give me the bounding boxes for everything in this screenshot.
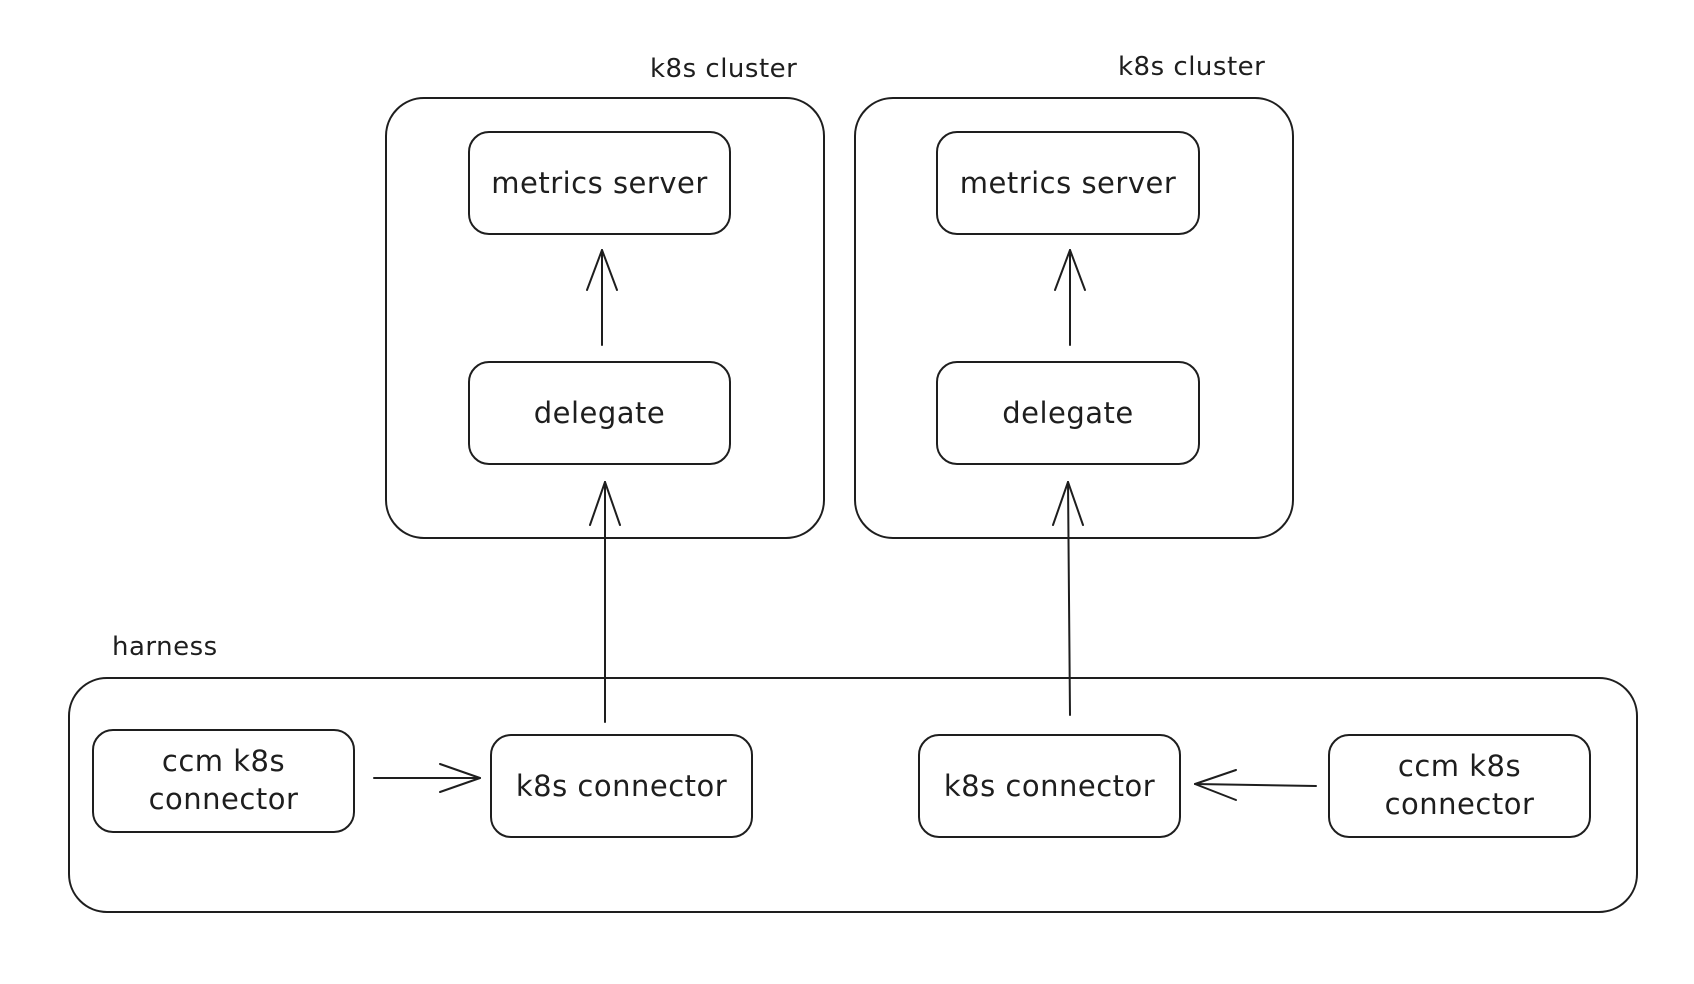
arrow-delegate-to-metrics-left bbox=[586, 249, 618, 346]
k8s-connector-left-box bbox=[490, 734, 753, 838]
delegate-left-label: delegate bbox=[533, 396, 666, 430]
ccm-connector-left-label-line1: ccm k8s bbox=[161, 744, 286, 778]
metrics-server-left-box bbox=[468, 131, 731, 235]
ccm-connector-right-box bbox=[1328, 734, 1591, 838]
metrics-server-right-box bbox=[936, 131, 1200, 235]
harness-container bbox=[68, 677, 1638, 913]
k8s-connector-left-label: k8s connector bbox=[515, 769, 728, 803]
arrow-connector-to-delegate-right bbox=[1052, 481, 1084, 716]
arrow-delegate-to-metrics-right bbox=[1054, 249, 1086, 346]
arrow-ccm-to-k8s-connector-left bbox=[373, 763, 481, 793]
harness-label: harness bbox=[112, 632, 218, 662]
ccm-connector-left-box bbox=[92, 729, 355, 833]
metrics-server-right-label: metrics server bbox=[959, 166, 1177, 200]
cluster-left-label: k8s cluster bbox=[650, 54, 798, 84]
cluster-right-label: k8s cluster bbox=[1118, 52, 1266, 82]
delegate-left-box bbox=[468, 361, 731, 465]
ccm-connector-right-label-line1: ccm k8s bbox=[1397, 749, 1522, 783]
delegate-right-label: delegate bbox=[1002, 396, 1134, 430]
arrow-connector-to-delegate-left bbox=[589, 481, 621, 723]
k8s-connector-right-label: k8s connector bbox=[943, 769, 1156, 803]
k8s-connector-right-box bbox=[918, 734, 1181, 838]
delegate-right-box bbox=[936, 361, 1200, 465]
metrics-server-left-label: metrics server bbox=[491, 166, 708, 200]
ccm-connector-right-label-line2: connector bbox=[1384, 787, 1535, 821]
ccm-connector-left-label-line2: connector bbox=[148, 782, 299, 816]
cluster-right-container bbox=[854, 97, 1294, 539]
arrow-ccm-to-k8s-connector-right bbox=[1194, 769, 1317, 801]
